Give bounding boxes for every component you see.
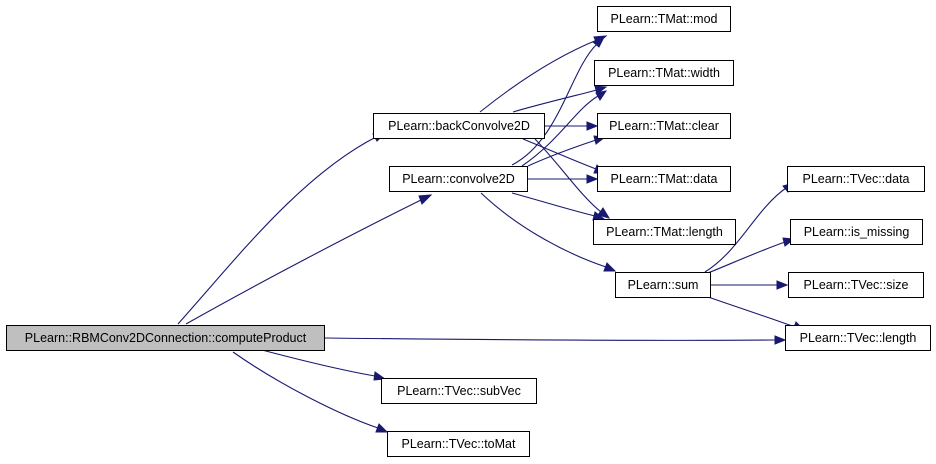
node-tvec-length[interactable]: PLearn::TVec::length	[785, 325, 931, 351]
edge-arrowhead	[418, 194, 433, 205]
node-tmat-data[interactable]: PLearn::TMat::data	[597, 166, 731, 192]
edge-arrowhead	[592, 35, 606, 48]
edge-root-tomat	[232, 351, 379, 429]
edge-backconvolve2d-tmatdata	[522, 138, 597, 170]
edge-sum-tveclength	[707, 296, 796, 328]
node-sum[interactable]: PLearn::sum	[615, 272, 711, 298]
edge-backconvolve2d-mod	[479, 39, 598, 113]
edge-arrowhead	[776, 280, 789, 290]
node-back-convolve2d[interactable]: PLearn::backConvolve2D	[373, 113, 545, 139]
edge-backconvolve2d-width	[512, 89, 598, 113]
edge-convolve2d-width	[521, 95, 599, 167]
edge-arrowhead	[595, 90, 608, 101]
node-tmat-length[interactable]: PLearn::TMat::length	[593, 219, 736, 245]
edge-convolve2d-tmatlength	[511, 192, 596, 217]
node-tvec-data[interactable]: PLearn::TVec::data	[787, 166, 925, 192]
node-tmat-mod[interactable]: PLearn::TMat::mod	[597, 6, 731, 32]
edge-sum-ismissing	[707, 241, 786, 274]
node-is-missing[interactable]: PLearn::is_missing	[790, 219, 923, 245]
edge-convolve2d-mod	[511, 43, 598, 166]
edge-arrowhead	[597, 207, 611, 219]
node-compute-product: PLearn::RBMConv2DConnection::computeProd…	[6, 325, 325, 351]
node-tvec-size[interactable]: PLearn::TVec::size	[788, 272, 924, 298]
node-tvec-subvec[interactable]: PLearn::TVec::subVec	[381, 378, 537, 404]
node-convolve2d[interactable]: PLearn::convolve2D	[389, 166, 528, 192]
edge-arrowhead	[594, 85, 608, 95]
edge-convolve2d-sum	[480, 192, 607, 268]
node-tmat-width[interactable]: PLearn::TMat::width	[594, 60, 734, 86]
edge-root-backconvolve2d	[177, 135, 379, 325]
node-tvec-tomat[interactable]: PLearn::TVec::toMat	[387, 431, 530, 457]
edge-arrowhead	[586, 121, 599, 131]
edge-arrowhead	[774, 335, 787, 345]
node-tmat-clear[interactable]: PLearn::TMat::clear	[597, 113, 731, 139]
edge-arrowhead	[603, 262, 617, 272]
edge-root-tveclength	[324, 337, 776, 341]
edge-convolve2d-clear	[527, 139, 597, 167]
edge-arrowhead	[586, 174, 599, 184]
edge-sum-tvecdata	[704, 187, 787, 273]
edge-root-convolve2d	[185, 198, 424, 325]
edge-root-subvec	[261, 349, 376, 377]
edge-arrowhead	[375, 423, 389, 433]
